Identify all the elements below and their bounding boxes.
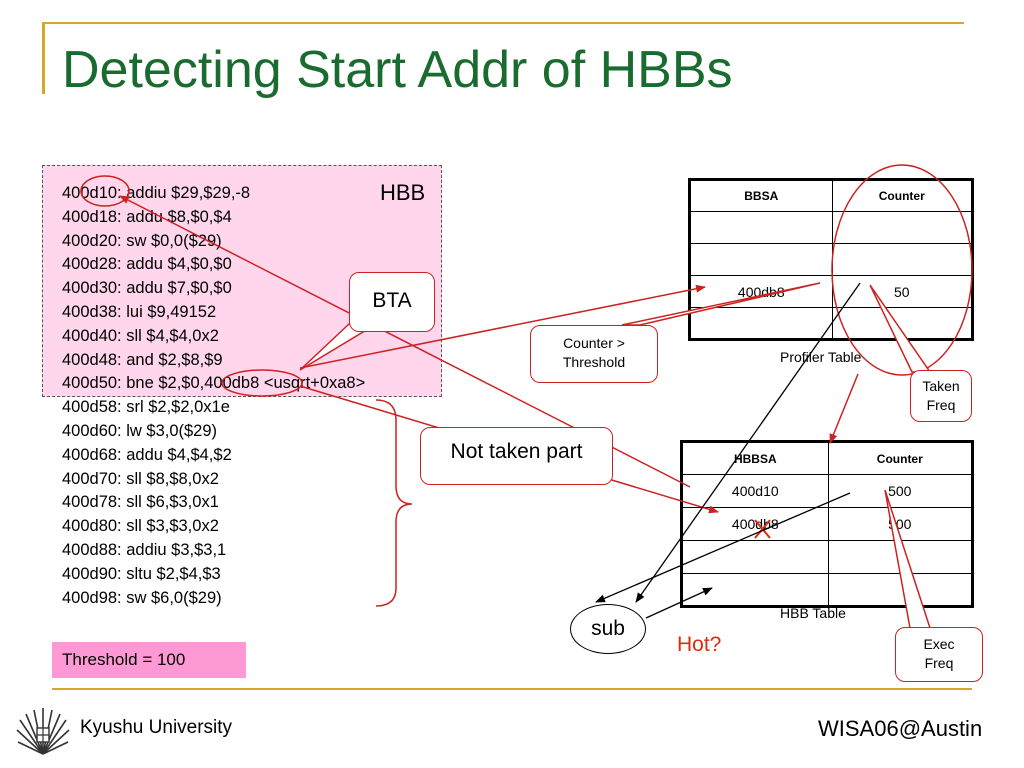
- not-taken-bracket: [375, 399, 413, 607]
- taken-callout-pointer: [869, 284, 932, 373]
- branch-target-circle: [221, 369, 303, 397]
- bta-callout: BTA: [349, 272, 435, 332]
- code-line: 400d18: addu $8,$0,$4: [62, 207, 232, 226]
- counter-threshold-callout: Counter > Threshold: [530, 325, 658, 383]
- code-line: 400d68: addu $4,$4,$2: [62, 445, 232, 464]
- code-line: 400d38: lui $9,49152: [62, 302, 217, 321]
- table-row: [689, 211, 974, 244]
- title-rule-horizontal: [42, 22, 964, 24]
- cross-mark: [754, 519, 771, 539]
- code-line: 400d90: sltu $2,$4,$3: [62, 564, 221, 583]
- table-cell: [827, 573, 974, 607]
- table-cell: [681, 540, 829, 574]
- code-line: 400d80: sll $3,$3,0x2: [62, 517, 219, 536]
- university-name: Kyushu University: [80, 717, 233, 738]
- code-line: 400d60: lw $3,0($29): [62, 421, 218, 440]
- table-cell: [689, 211, 833, 244]
- arrow-to-profiler: [299, 284, 706, 369]
- callout-line: Exec: [923, 636, 955, 652]
- kyushu-university-logo-icon: [16, 708, 70, 755]
- callout-line: Taken: [922, 378, 960, 394]
- code-line: 400d78: sll $6,$3,0x1: [62, 493, 219, 512]
- code-line: 400d70: sll $8,$8,0x2: [62, 469, 219, 488]
- slide-title: Detecting Start Addr of HBBs: [62, 41, 733, 99]
- callout-line: Threshold: [562, 354, 626, 370]
- code-line: 400d48: and $2,$8,$9: [62, 350, 223, 369]
- code-line: 400d58: srl $2,$2,0x1e: [62, 398, 230, 417]
- profiler-table-caption: Profiler Table: [780, 349, 862, 365]
- not-taken-callout: Not taken part: [420, 427, 613, 485]
- table-cell: 500: [827, 474, 974, 508]
- code-line: 400d30: addu $7,$0,$0: [62, 279, 232, 298]
- footer-rule: [52, 688, 972, 690]
- hbb-table-caption: HBB Table: [780, 605, 846, 621]
- sub-node: sub: [570, 604, 646, 654]
- code-line: 400d10: addiu $29,$29,-8: [62, 184, 251, 202]
- arrow-profiler-to-hbb: [829, 373, 859, 444]
- code-line: 400d20: sw $0,0($29): [62, 231, 222, 250]
- counter-column-circle: [831, 164, 973, 376]
- assembly-code: 400d10: addiu $29,$29,-8 400d18: addu $8…: [62, 182, 365, 610]
- code-line: 400d40: sll $4,$4,0x2: [62, 326, 219, 345]
- profiler-table: BBSA Counter 400db8 50: [688, 178, 974, 341]
- table-header-bbsa: BBSA: [689, 179, 833, 212]
- arrow-sub-to-hbb-row: [645, 587, 713, 619]
- arrow-counter-to-sub: [635, 282, 861, 603]
- callout-line: Counter >: [563, 335, 625, 351]
- table-cell: 50: [831, 275, 974, 308]
- exec-callout-pointer: [884, 489, 932, 629]
- hot-label: Hot?: [677, 633, 722, 656]
- taken-freq-callout: Taken Freq: [910, 370, 972, 422]
- exec-freq-callout: Exec Freq: [895, 627, 983, 682]
- start-addr-circle: [80, 175, 130, 207]
- conference-label: WISA06@Austin: [818, 716, 983, 741]
- code-line: 400d28: addu $4,$0,$0: [62, 255, 232, 274]
- callout-line: Freq: [926, 397, 956, 413]
- arrow-hbb-counter-to-sub: [595, 492, 851, 603]
- title-rule-vertical: [42, 22, 45, 94]
- code-line: 400d50: bne $2,$0,400db8 <usqrt+0xa8>: [62, 374, 366, 393]
- table-header-counter: Counter: [831, 179, 974, 212]
- code-line: 400d98: sw $6,0($29): [62, 588, 222, 607]
- counter-callout-pointer: [621, 282, 821, 326]
- code-line: 400d88: addiu $3,$3,1: [62, 540, 227, 559]
- callout-line: Freq: [924, 655, 954, 671]
- hbb-label: HBB: [380, 180, 426, 205]
- threshold-label: Threshold = 100: [52, 642, 246, 678]
